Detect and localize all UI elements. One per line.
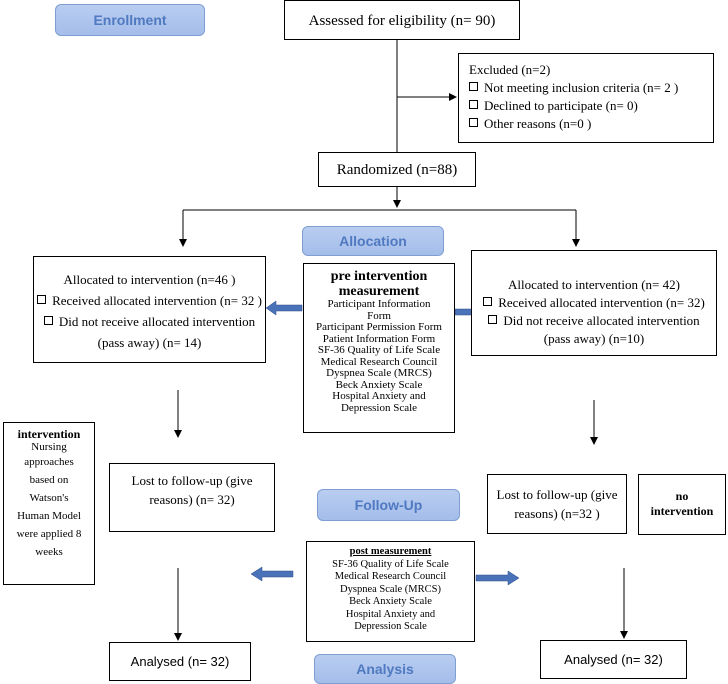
left-lost-box: Lost to follow-up (give reasons) (n= 32) <box>109 463 275 532</box>
left-allocated-line2: Received allocated intervention (n= 32 ) <box>34 290 265 311</box>
right-allocated-box: Allocated to intervention (n= 42) Receiv… <box>471 250 717 356</box>
left-lost-line2: reasons) (n= 32) <box>149 492 235 507</box>
stage-analysis: Analysis <box>314 654 456 684</box>
left-lost-line1: Lost to follow-up (give <box>131 473 253 488</box>
excluded-box: Excluded (n=2) Not meeting inclusion cri… <box>458 53 714 143</box>
left-allocated-box: Allocated to intervention (n=46 ) Receiv… <box>33 256 266 363</box>
stage-enrollment: Enrollment <box>55 4 205 36</box>
assessed-text: Assessed for eligibility (n= 90) <box>308 13 496 29</box>
intervention-line: based on <box>29 474 69 486</box>
left-allocated-line1: Allocated to intervention (n=46 ) <box>63 272 236 287</box>
post-title: post measurement <box>349 546 432 557</box>
blue-arrow-post-left <box>250 566 294 582</box>
left-analysed-box: Analysed (n= 32) <box>109 642 251 681</box>
no-intervention-box: no intervention <box>638 474 726 535</box>
pre-title-1: pre intervention <box>330 269 428 284</box>
right-analysed-box: Analysed (n= 32) <box>540 640 687 679</box>
randomized-text: Randomized (n=88) <box>336 162 458 178</box>
pre-line: Participant Permission Form <box>316 321 442 333</box>
stage-allocation: Allocation <box>302 226 444 256</box>
intervention-title: intervention <box>17 427 81 441</box>
pre-line: Hospital Anxiety and <box>332 390 426 402</box>
checkbox-icon <box>483 297 493 306</box>
no-intervention-line2: intervention <box>650 504 714 518</box>
excluded-title: Excluded (n=2) <box>469 62 551 77</box>
left-allocated-line4: (pass away) (n= 14) <box>97 335 202 350</box>
pre-title-2: measurement <box>338 284 420 299</box>
blue-arrow-post-right <box>475 570 520 586</box>
intervention-box: intervention Nursing approaches based on… <box>3 422 95 585</box>
post-line: Depression Scale <box>354 621 427 632</box>
right-allocated-line3: Did not receive allocated intervention <box>472 312 716 330</box>
intervention-line: approaches <box>24 456 74 468</box>
randomized-box: Randomized (n=88) <box>318 152 476 187</box>
right-allocated-line1: Allocated to intervention (n= 42) <box>508 277 680 292</box>
assessed-box: Assessed for eligibility (n= 90) <box>284 0 520 40</box>
checkbox-icon <box>488 315 498 324</box>
pre-line: SF-36 Quality of Life Scale <box>317 344 441 356</box>
intervention-line: Watson's <box>29 492 69 504</box>
pre-line: Depression Scale <box>340 401 418 414</box>
checkbox-icon <box>469 100 478 109</box>
intervention-line: weeks <box>35 546 63 558</box>
post-line: Dyspnea Scale (MRCS) <box>340 583 441 595</box>
post-line: SF-36 Quality of Life Scale <box>332 558 449 570</box>
pre-line: Form <box>367 309 391 322</box>
post-measurement-box: post measurement SF-36 Quality of Life S… <box>306 541 475 642</box>
right-lost-line2: reasons) (n=32 ) <box>514 506 600 521</box>
pre-line: Beck Anxiety Scale <box>335 378 423 391</box>
left-allocated-line3: Did not receive allocated intervention <box>34 311 265 332</box>
intervention-line: Nursing <box>31 441 67 453</box>
no-intervention-line1: no <box>675 489 689 503</box>
right-lost-box: Lost to follow-up (give reasons) (n=32 ) <box>487 474 627 534</box>
checkbox-icon <box>469 118 478 127</box>
intervention-line: were applied 8 <box>16 528 82 540</box>
excluded-item: Other reasons (n=0 ) <box>469 115 713 133</box>
pre-line: Patient Information Form <box>322 332 436 345</box>
right-allocated-line4: (pass away) (n=10) <box>543 331 645 346</box>
right-analysed-text: Analysed (n= 32) <box>564 652 663 667</box>
pre-line: Participant Information <box>327 298 431 310</box>
right-allocated-line2: Received allocated intervention (n= 32) <box>472 294 716 312</box>
pre-line: Dyspnea Scale (MRCS) <box>326 367 432 379</box>
post-line: Hospital Anxiety and <box>345 608 436 620</box>
pre-measurement-box: pre intervention measurement Participant… <box>303 263 455 433</box>
checkbox-icon <box>43 316 53 325</box>
excluded-item: Declined to participate (n= 0) <box>469 97 713 115</box>
left-analysed-text: Analysed (n= 32) <box>130 654 230 669</box>
right-lost-line1: Lost to follow-up (give <box>496 487 618 502</box>
blue-arrow-pre-left <box>265 300 303 316</box>
intervention-line: Human Model <box>17 510 81 522</box>
post-line: Beck Anxiety Scale <box>349 596 432 607</box>
pre-line: Medical Research Council <box>320 355 438 368</box>
checkbox-icon <box>469 82 478 91</box>
post-line: Medical Research Council <box>334 571 447 582</box>
checkbox-icon <box>37 295 47 304</box>
excluded-item: Not meeting inclusion criteria (n= 2 ) <box>469 79 713 97</box>
stage-follow-up: Follow-Up <box>317 489 460 521</box>
